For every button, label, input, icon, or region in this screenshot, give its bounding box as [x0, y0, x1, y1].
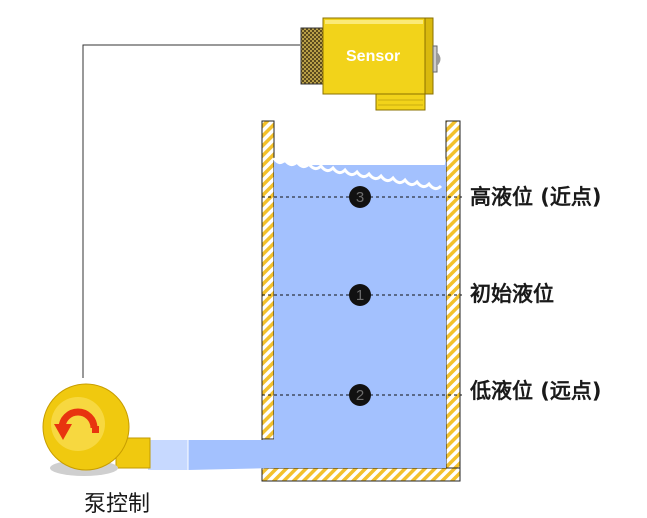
sensor-icon: Sensor	[300, 17, 441, 111]
tank-right-wall	[445, 120, 461, 482]
low-level-label: 低液位 (远点)	[470, 379, 602, 403]
high-level-label: 高液位 (近点)	[470, 185, 602, 209]
sensor-label: Sensor	[346, 48, 400, 65]
level-marker-number: 1	[356, 287, 364, 304]
tank-left-wall	[261, 120, 275, 440]
tank	[261, 120, 461, 482]
level-marker-number: 3	[356, 189, 364, 206]
level-high: 3	[262, 186, 462, 208]
tank-water	[274, 165, 446, 468]
tank-bottom-wall	[261, 467, 461, 482]
level-initial: 1	[262, 284, 462, 306]
level-marker	[349, 186, 371, 208]
pump-rotation-arrow-icon	[54, 408, 99, 440]
outlet-pipe	[148, 440, 274, 470]
level-marker-number: 2	[356, 387, 364, 404]
level-marker	[349, 384, 371, 406]
level-low: 2	[262, 384, 462, 406]
signal-wire	[82, 44, 300, 378]
pump-control-label: 泵控制	[84, 492, 151, 517]
pump-icon	[42, 383, 151, 476]
initial-level-label: 初始液位	[470, 282, 554, 306]
level-marker	[349, 284, 371, 306]
